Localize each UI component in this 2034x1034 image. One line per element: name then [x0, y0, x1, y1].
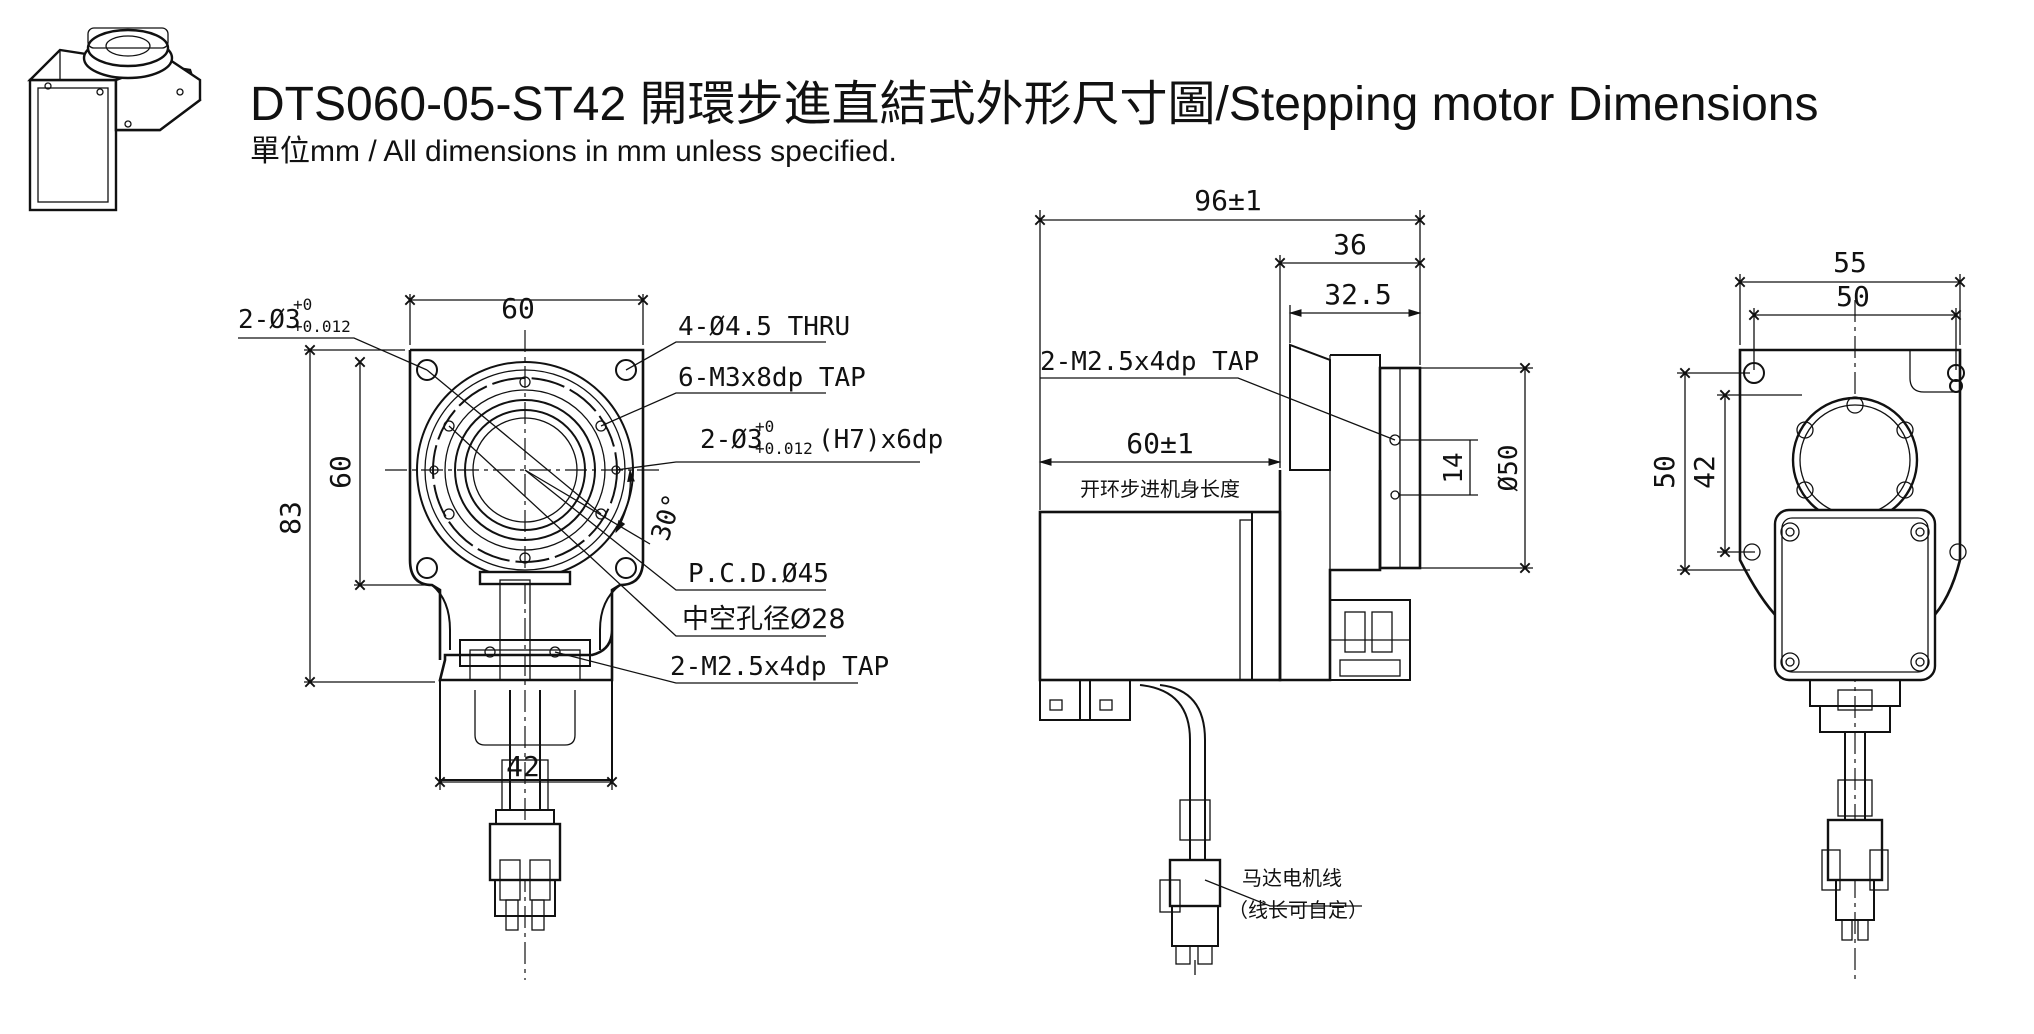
front-height-outer-dim: 83 — [274, 501, 307, 535]
dim-14: 14 — [1439, 452, 1469, 483]
pin-holes-tol-lower: +0.012 — [293, 317, 351, 336]
tapped-holes-callout: 6-M3x8dp TAP — [678, 363, 866, 393]
thru-holes-callout: 4-Ø4.5 THRU — [678, 312, 850, 342]
front-height-inner-dim: 60 — [324, 455, 357, 489]
motor-length-label: 开环步进机身长度 — [1080, 477, 1240, 501]
dowel-callout: 2-Ø3 — [700, 425, 763, 455]
front-angle-dim: 30° — [646, 491, 689, 545]
rear-dim-55: 55 — [1833, 246, 1867, 279]
rear-dim-50-left: 50 — [1648, 455, 1681, 489]
front-width-dim: 60 — [501, 292, 535, 325]
side-view: 96±1 36 32.5 2-M2.5x4dp TAP 60±1 开环步进机身长… — [1034, 184, 1533, 975]
motor-length-dim: 60±1 — [1126, 427, 1193, 460]
page-subtitle: 單位mm / All dimensions in mm unless speci… — [250, 135, 897, 168]
dim-36: 36 — [1333, 228, 1367, 261]
cable-label-line1: 马达电机线 — [1242, 866, 1342, 890]
pcd-callout: P.C.D.Ø45 — [688, 559, 829, 589]
rear-view: 55 50 50 42 — [1648, 246, 1967, 980]
page-title: DTS060-05-ST42 開環步進直結式外形尺寸圖/Stepping mot… — [250, 78, 1819, 131]
dowel-suffix: (H7)x6dp — [818, 425, 943, 455]
hollow-bore-callout: 中空孔径Ø28 — [682, 604, 846, 635]
side-tap-callout: 2-M2.5x4dp TAP — [1040, 347, 1259, 377]
product-thumbnail-image — [27, 27, 202, 212]
dowel-tol-lower: +0.012 — [755, 439, 813, 458]
pin-holes-tol-upper: +0 — [293, 295, 312, 314]
pin-holes-callout: 2-Ø3 — [238, 305, 301, 335]
motor-tap-callout: 2-M2.5x4dp TAP — [670, 652, 889, 682]
front-view: 60 83 60 42 30° 2-Ø3 +0 +0.012 4-Ø4.5 TH… — [238, 292, 943, 980]
front-motor-width-dim: 42 — [506, 750, 540, 783]
diameter-50-dim: Ø50 — [1494, 445, 1524, 492]
rear-dim-42: 42 — [1688, 455, 1721, 489]
rear-dim-50-top: 50 — [1836, 280, 1870, 313]
overall-length-dim: 96±1 — [1194, 184, 1261, 217]
dowel-tol-upper: +0 — [755, 417, 774, 436]
cable-label-line2: （线长可自定） — [1228, 898, 1368, 922]
dim-32-5: 32.5 — [1324, 278, 1391, 311]
